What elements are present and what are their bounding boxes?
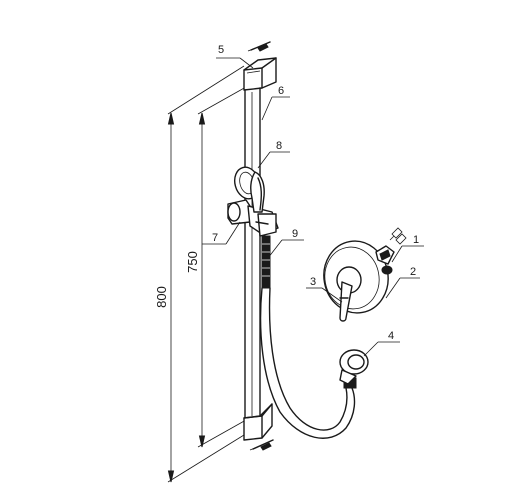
callout-7: 7 [202,221,241,245]
valve-body [375,227,407,275]
callout-6: 6 [261,85,290,121]
callout-9: 9 [267,228,304,259]
dimension-800: 800 [154,65,245,483]
top-screw-icon [247,41,271,52]
dimension-750-label: 750 [185,251,200,273]
slide-rail [244,87,261,419]
callout-7-label: 7 [212,232,218,244]
dimension-800-label: 800 [154,286,169,308]
callout-8-label: 8 [276,140,282,152]
callout-3: 3 [306,276,343,303]
callout-2-label: 2 [410,266,416,278]
callout-8: 8 [257,140,290,169]
callout-1-label: 1 [413,234,419,246]
callout-2: 2 [385,266,420,299]
callout-5-label: 5 [218,44,224,56]
mixer-lever [336,266,362,322]
callout-9-label: 9 [292,228,298,240]
callout-4-label: 4 [388,330,394,342]
callout-5: 5 [216,44,254,69]
bottom-wall-bracket [243,403,273,441]
dimension-750: 750 [185,86,247,448]
callout-6-label: 6 [278,85,284,97]
callout-1: 1 [391,234,424,263]
callout-4: 4 [363,330,400,357]
top-wall-bracket [243,57,277,91]
hand-shower [233,166,265,213]
callout-3-label: 3 [310,276,316,288]
bottom-screw-icon [249,439,274,451]
wall-outlet-elbow [339,349,369,385]
slider-holder [227,199,279,237]
